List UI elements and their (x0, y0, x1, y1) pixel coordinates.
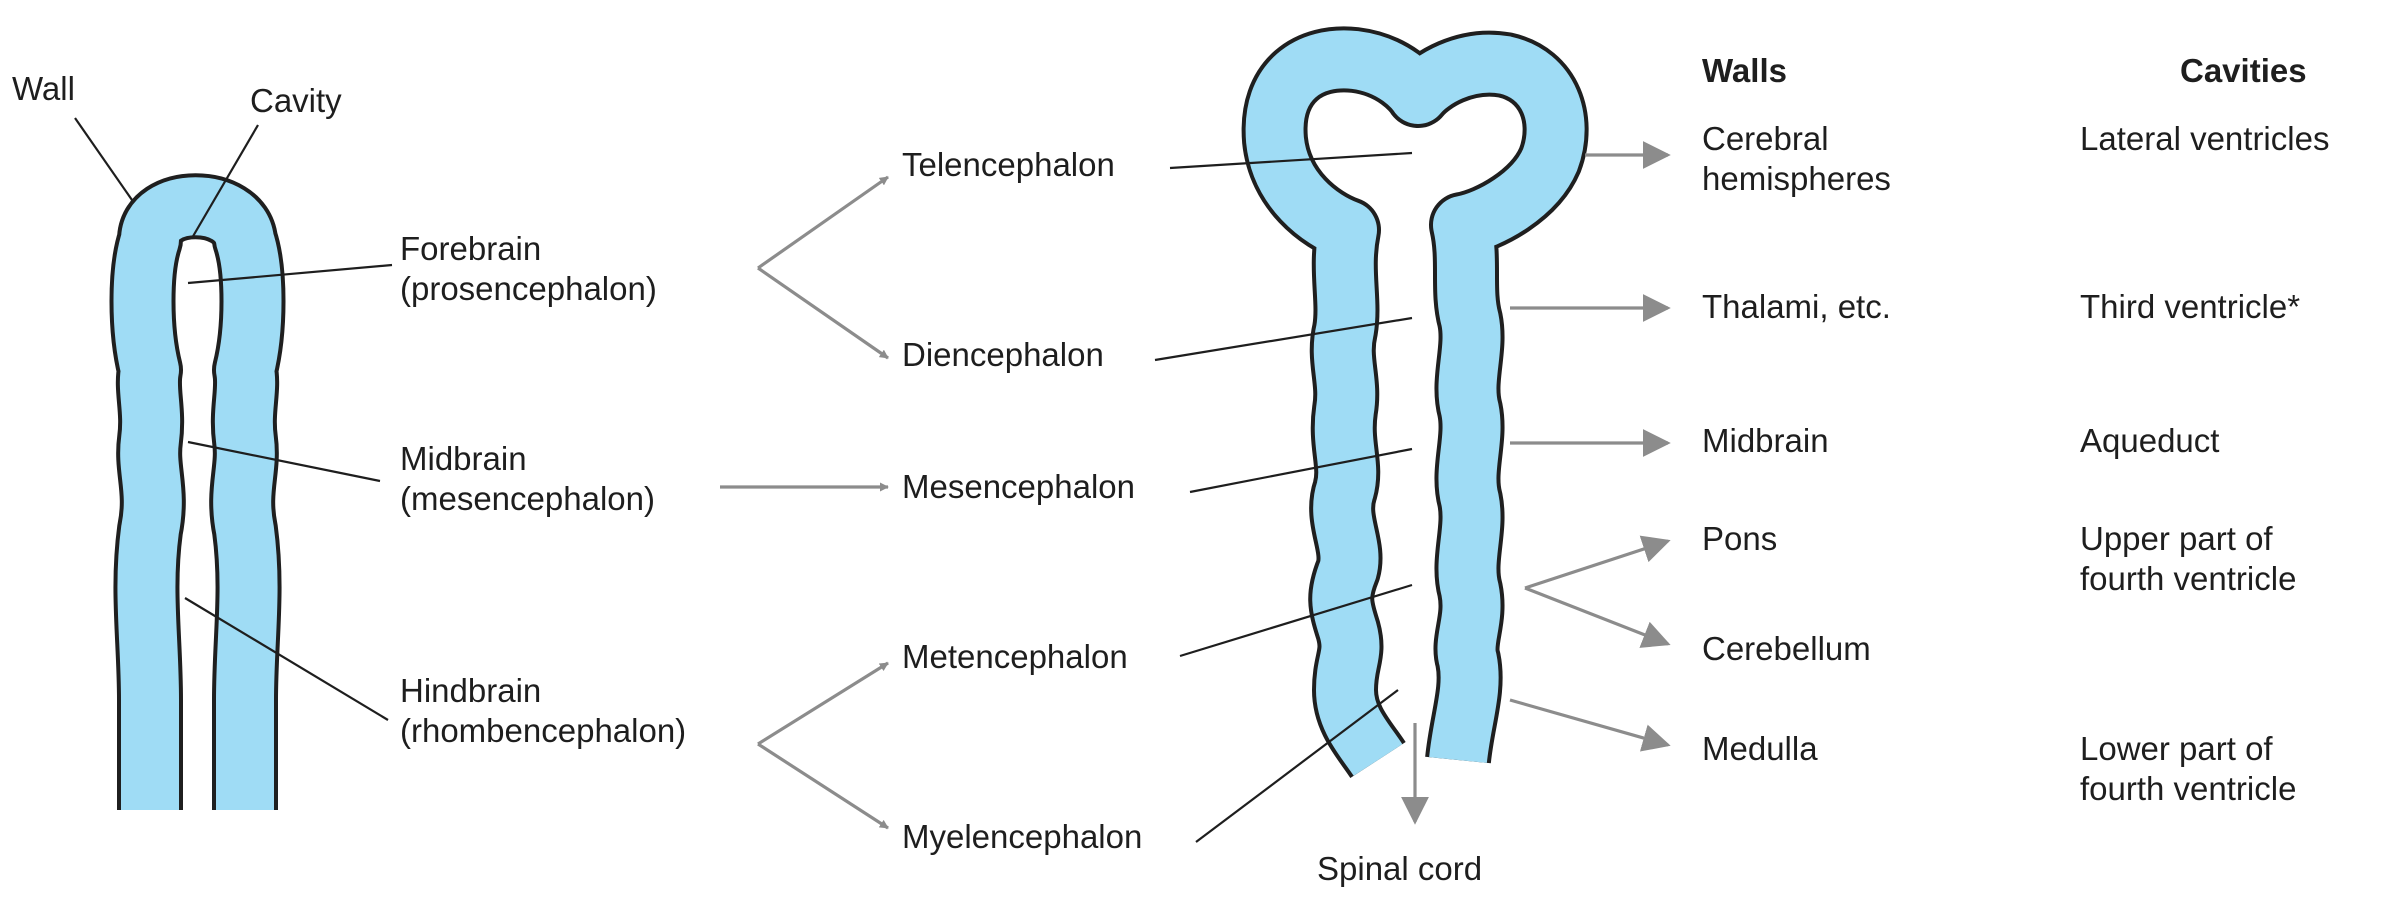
forebrain-label: Forebrain (400, 230, 541, 267)
arrow-to-metencephalon (757, 661, 889, 746)
third-ventricle-label: Third ventricle* (2080, 288, 2300, 325)
cavities-header: Cavities (2180, 52, 2307, 89)
cerebellum-label: Cerebellum (1702, 630, 1871, 667)
metencephalon-leader-line (1179, 583, 1413, 658)
arrow-to-cerebellum (1524, 586, 1671, 648)
prosencephalon-label: (prosencephalon) (400, 270, 657, 307)
secondary-vesicle-tube (1241, 26, 1589, 779)
pons-label: Pons (1702, 520, 1777, 557)
walls-header: Walls (1702, 52, 1787, 89)
midbrain-leader-line (187, 440, 381, 483)
myelencephalon-leader-line (1195, 689, 1399, 843)
cerebral-label: Cerebral (1702, 120, 1829, 157)
forebrain-leader-line (187, 263, 393, 285)
lower-fourth-ventricle-line2: fourth ventricle (2080, 770, 2296, 807)
mesencephalon-leader-line (1189, 447, 1413, 494)
spinal-cord-label: Spinal cord (1317, 850, 1482, 887)
arrow-to-diencephalon (757, 266, 889, 360)
hindbrain-label: Hindbrain (400, 672, 541, 709)
upper-fourth-ventricle-line1: Upper part of (2080, 520, 2273, 557)
arrow-to-pons (1524, 535, 1671, 590)
cavity-label: Cavity (250, 82, 342, 119)
telencephalon-label: Telencephalon (902, 146, 1115, 183)
thalami-label: Thalami, etc. (1702, 288, 1891, 325)
cavity-leader-line (191, 124, 259, 239)
mesencephalon-label: Mesencephalon (902, 468, 1135, 505)
hemispheres-label: hemispheres (1702, 160, 1891, 197)
wall-label: Wall (12, 70, 75, 107)
rhombencephalon-label: (rhombencephalon) (400, 712, 686, 749)
aqueduct-label: Aqueduct (2080, 422, 2219, 459)
diencephalon-label: Diencephalon (902, 336, 1104, 373)
diencephalon-leader-line (1154, 316, 1413, 362)
metencephalon-label: Metencephalon (902, 638, 1128, 675)
wall-leader-line (74, 117, 133, 201)
myelencephalon-label: Myelencephalon (902, 818, 1142, 855)
hindbrain-leader-line (184, 597, 389, 721)
arrow-to-medulla (1509, 698, 1671, 752)
lower-fourth-ventricle-line1: Lower part of (2080, 730, 2273, 767)
midbrain-primary-label: Midbrain (400, 440, 527, 477)
upper-fourth-ventricle-line2: fourth ventricle (2080, 560, 2296, 597)
lateral-ventricles-label: Lateral ventricles (2080, 120, 2329, 157)
arrow-to-myelencephalon (757, 742, 889, 830)
telencephalon-leader-line (1169, 151, 1413, 170)
primary-vesicle-tube (109, 173, 286, 810)
midbrain-wall-label: Midbrain (1702, 422, 1829, 459)
arrow-to-telencephalon (757, 175, 889, 270)
mesencephalon-primary-label: (mesencephalon) (400, 480, 655, 517)
medulla-label: Medulla (1702, 730, 1818, 767)
